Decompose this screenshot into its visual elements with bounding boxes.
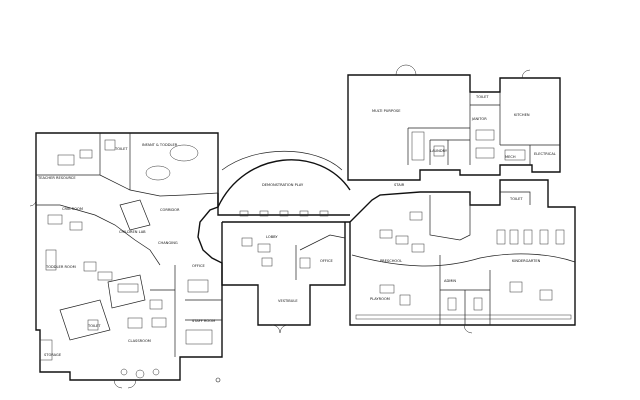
room-label-toilet-ne: TOILET [475,95,489,99]
northeast-walls [347,74,561,181]
room-label-kindergarten: KINDERGARTEN [512,259,541,263]
room-label-kitchen: KITCHEN [514,113,530,117]
room-label-office-west: OFFICE [192,264,206,268]
west-wing-labels: INFANT & TODDLER TEACHER RESOURCE TOILET… [37,143,215,357]
room-label-lobby: LOBBY [266,235,278,239]
east-wing-walls [349,179,576,326]
east-wing-labels: PRESCHOOL KINDERGARTEN TOILET ADMIN PLAY… [370,197,541,301]
room-label-storage-west: STORAGE [44,353,62,357]
room-label-multipurpose: MULTI PURPOSE [372,109,401,113]
room-label-classroom: CLASSROOM [128,339,151,343]
room-label-demonstration-play: DEMONSTRATION PLAY [262,183,304,187]
room-label-crib-room: CRIB ROOM [62,207,83,211]
room-label-laundry: LAUNDRY [430,149,448,153]
north-marker [215,377,221,383]
room-label-admin: ADMIN [444,279,456,283]
room-label-vestibule: VESTIBULE [278,299,298,303]
room-label-children-lab: CHILDREN LAB [119,230,146,234]
room-label-teacher-resource: TEACHER RESOURCE [37,176,76,180]
room-label-corridor: CORRIDOR [160,208,180,212]
room-label-mech: MECH [505,155,516,159]
northeast-labels: MULTI PURPOSE KITCHEN TOILET JANITOR LAU… [372,95,556,187]
room-label-staff-room: STAFF ROOM [192,319,215,323]
room-label-toilet-west: TOILET [114,147,128,151]
room-label-changing: CHANGING [158,241,178,245]
northeast-furniture [411,129,526,161]
room-label-toilet-east: TOILET [509,197,523,201]
room-label-janitor: JANITOR [471,117,487,121]
door-swings [29,64,531,389]
room-label-electrical: ELECTRICAL [534,152,556,156]
room-label-playroom: PLAYROOM [370,297,390,301]
room-label-preschool: PRESCHOOL [380,259,402,263]
central-walls [217,150,351,326]
central-labels: DEMONSTRATION PLAY LOBBY OFFICE VESTIBUL… [262,183,334,303]
room-label-toilet-2: TOILET [87,324,101,328]
west-wing-walls [35,132,223,381]
room-label-stair: STAIR [394,183,405,187]
east-wing-furniture [355,211,572,320]
central-furniture [239,210,329,269]
room-label-infant-toddler: INFANT & TODDLER [142,143,178,147]
room-label-office: OFFICE [320,259,334,263]
room-label-toddler-room: TODDLER ROOM [45,265,76,269]
west-wing-furniture [39,139,213,379]
